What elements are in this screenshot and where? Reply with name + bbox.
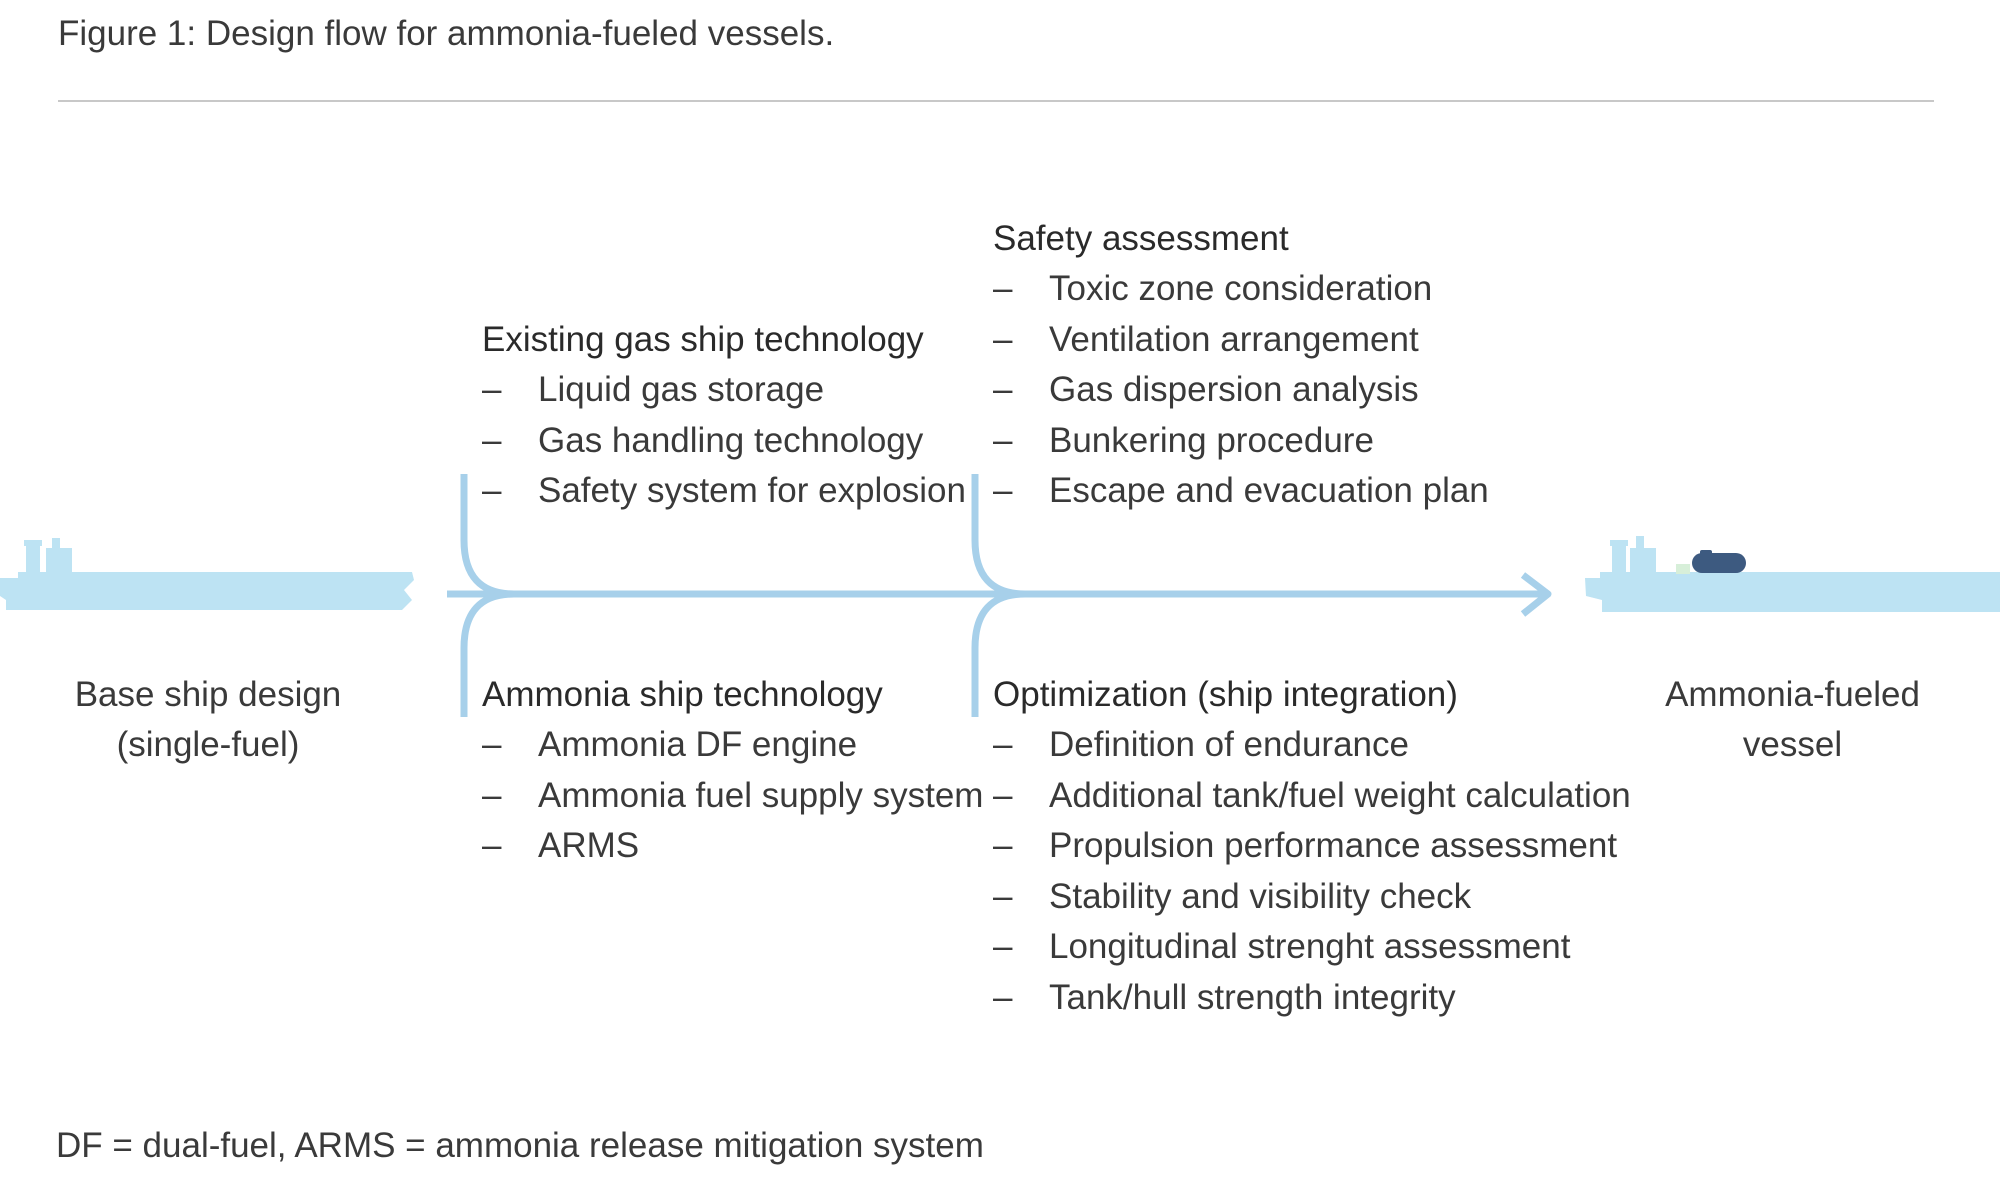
list-item: –Additional tank/fuel weight calculation xyxy=(993,775,1631,815)
ammonia-ship-icon xyxy=(1585,536,2000,612)
list-item: –Ammonia fuel supply system xyxy=(482,775,984,815)
end-caption: Ammonia-fueled vessel xyxy=(1620,670,1965,770)
ammonia-tech-heading: Ammonia ship technology xyxy=(482,675,883,714)
optimization-heading: Optimization (ship integration) xyxy=(993,675,1458,714)
existing-gas-heading: Existing gas ship technology xyxy=(482,320,924,359)
list-item: –Toxic zone consideration xyxy=(993,269,1433,308)
list-item: –Tank/hull strength integrity xyxy=(993,977,1456,1017)
list-item: –Escape and evacuation plan xyxy=(993,471,1489,511)
end-caption-line2: vessel xyxy=(1742,725,1843,764)
flow-arrow-icon xyxy=(447,474,1552,717)
list-item: –Ventilation arrangement xyxy=(993,319,1419,359)
start-caption-line2: (single-fuel) xyxy=(116,725,300,764)
start-caption: Base ship design (single-fuel) xyxy=(38,670,378,770)
list-item: –ARMS xyxy=(482,826,640,866)
list-item: –Safety system for explosion xyxy=(482,471,966,511)
list-item: –Ammonia DF engine xyxy=(482,725,858,764)
figure-title: Figure 1: Design flow for ammonia-fueled… xyxy=(58,14,835,53)
list-item: –Gas handling technology xyxy=(482,420,924,460)
ship-icon xyxy=(0,538,414,610)
list-item: –Propulsion performance assessment xyxy=(993,826,1618,866)
list-item: –Bunkering procedure xyxy=(993,420,1374,460)
optimization-group: Optimization (ship integration) –Definit… xyxy=(993,670,1631,1024)
title-divider xyxy=(58,100,1934,102)
existing-gas-group: Existing gas ship technology –Liquid gas… xyxy=(482,315,966,517)
list-item: –Stability and visibility check xyxy=(993,876,1472,916)
footnote: DF = dual-fuel, ARMS = ammonia release m… xyxy=(56,1126,984,1165)
list-item: –Gas dispersion analysis xyxy=(993,370,1419,410)
safety-heading: Safety assessment xyxy=(993,219,1289,258)
list-item: –Longitudinal strenght assessment xyxy=(993,927,1571,967)
list-item: –Liquid gas storage xyxy=(482,370,825,409)
list-item: –Definition of endurance xyxy=(993,725,1409,764)
start-caption-line1: Base ship design xyxy=(74,675,342,714)
ammonia-tech-group: Ammonia ship technology –Ammonia DF engi… xyxy=(482,670,983,872)
end-caption-line1: Ammonia-fueled xyxy=(1665,675,1920,714)
safety-group: Safety assessment –Toxic zone considerat… xyxy=(993,214,1489,517)
